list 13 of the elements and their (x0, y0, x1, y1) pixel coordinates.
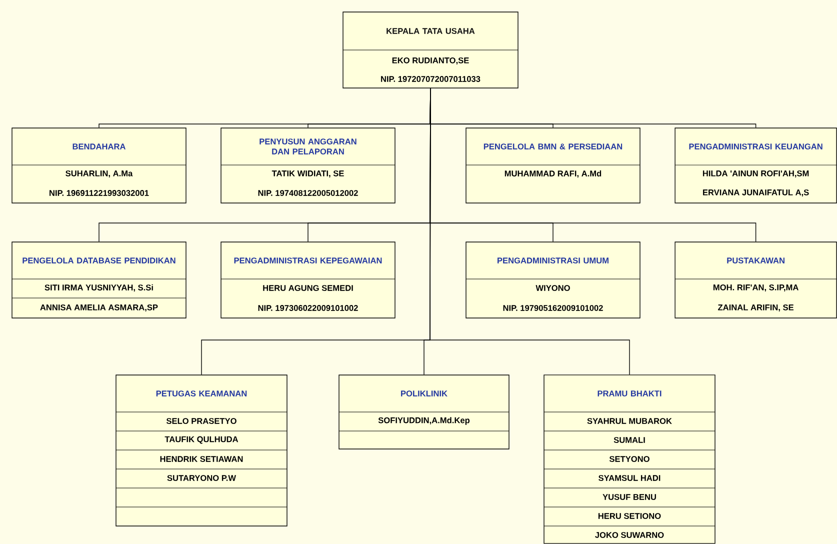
org-box: PUSTAKAWAN MOH. RIF'AN, S.IP,MA ZAINAL ARIFIN, SE (674, 242, 837, 318)
org-box: PENGELOLA BMN & PERSEDIAAN MUHAMMAD RAFI, A.Md (466, 128, 640, 204)
org-box: PENYUSUN ANGGARAN DAN PELAPORAN TATIK WIDIATI, SE NIP. 197408122005012002 (220, 128, 396, 204)
org-box: PRAMU BHAKTI SYAHRUL MUBAROK SUMALI SETYONO SYAMSUL HADI YUSUF BENU HERU SETIONO JOKO SUWARNO (544, 374, 716, 544)
org-box: PENGADMINISTRASI KEUANGAN HILDA 'AINUN ROFI'AH,SM ERVIANA JUNAIFATUL A,S (674, 128, 837, 204)
org-box: POLIKLINIK SOFIYUDDIN,A.Md.Kep (338, 374, 510, 450)
org-box: KEPALA TATA USAHA EKO RUDIANTO,SE NIP. 197207072007011033 (342, 12, 518, 88)
connector-line (430, 88, 630, 375)
org-box: PENGELOLA DATABASE PENDIDIKAN SITI IRMA YUSNIYYAH, S.Si ANNISA AMELIA ASMARA,SP (12, 242, 186, 318)
org-box: PENGADMINISTRASI KEPEGAWAIAN HERU AGUNG SEMEDI NIP. 197306022009101002 (220, 242, 396, 318)
org-box: PETUGAS KEAMANAN SELO PRASETYO TAUFIK QULHUDA HENDRIK SETIAWAN SUTARYONO P.W (116, 374, 288, 526)
org-box: BENDAHARA SUHARLIN, A.Ma NIP. 196911221993032001 (12, 128, 186, 204)
org-box: PENGADMINISTRASI UMUM WIYONO NIP. 197905162009101002 (466, 242, 640, 318)
